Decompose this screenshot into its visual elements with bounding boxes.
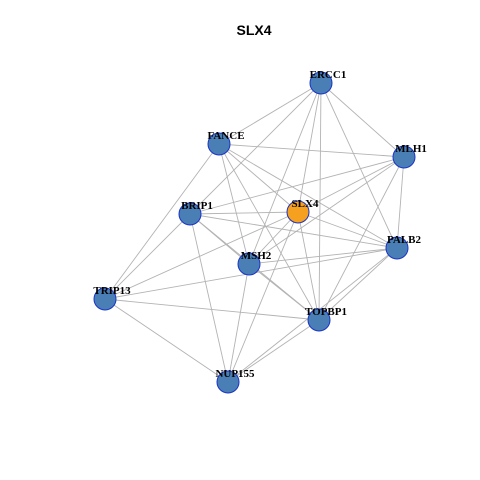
edge-ercc1-fance xyxy=(218,82,322,145)
edge-ercc1-mlh1 xyxy=(320,82,405,158)
edge-slx4-nup155 xyxy=(227,211,299,383)
node-layer xyxy=(93,71,416,394)
edge-fance-topbp1 xyxy=(218,143,320,321)
node-ercc1 xyxy=(309,71,333,95)
edge-layer xyxy=(104,82,405,383)
edge-fance-palb2 xyxy=(218,143,398,249)
edge-mlh1-msh2 xyxy=(248,156,405,265)
node-slx4 xyxy=(286,200,310,224)
node-label-ercc1: ERCC1 xyxy=(310,69,347,81)
edge-fance-trip13 xyxy=(104,143,220,300)
edge-fance-msh2 xyxy=(218,143,250,265)
node-brip1 xyxy=(178,202,202,226)
edge-palb2-topbp1 xyxy=(318,247,398,321)
node-label-topbp1: TOPBP1 xyxy=(305,306,347,318)
node-label-brip1: BRIP1 xyxy=(181,200,213,212)
edge-ercc1-brip1 xyxy=(189,82,322,215)
edge-slx4-brip1 xyxy=(189,211,299,215)
edge-trip13-nup155 xyxy=(104,298,229,383)
node-trip13 xyxy=(93,287,117,311)
edge-fance-slx4 xyxy=(218,143,299,213)
node-label-msh2: MSH2 xyxy=(241,250,272,262)
edge-brip1-nup155 xyxy=(189,213,229,383)
edge-mlh1-topbp1 xyxy=(318,156,405,321)
graph-title: SLX4 xyxy=(236,22,271,38)
edge-brip1-trip13 xyxy=(104,213,191,300)
edge-topbp1-nup155 xyxy=(227,319,320,383)
node-fance xyxy=(207,132,231,156)
node-label-nup155: NUP155 xyxy=(215,368,255,380)
edge-ercc1-topbp1 xyxy=(318,82,322,321)
edge-msh2-nup155 xyxy=(227,263,250,383)
node-label-trip13: TRIP13 xyxy=(93,285,131,297)
edge-msh2-topbp1 xyxy=(248,263,320,321)
node-label-palb2: PALB2 xyxy=(387,234,422,246)
edge-slx4-palb2 xyxy=(297,211,398,249)
edge-fance-mlh1 xyxy=(218,143,405,158)
edge-brip1-palb2 xyxy=(189,213,398,249)
node-topbp1 xyxy=(307,308,331,332)
edge-ercc1-msh2 xyxy=(248,82,322,265)
node-label-slx4: SLX4 xyxy=(292,198,319,210)
node-palb2 xyxy=(385,236,409,260)
edge-mlh1-slx4 xyxy=(297,156,405,213)
edge-ercc1-slx4 xyxy=(297,82,322,213)
edge-slx4-topbp1 xyxy=(297,211,320,321)
node-nup155 xyxy=(216,370,240,394)
edge-mlh1-brip1 xyxy=(189,156,405,215)
edge-trip13-topbp1 xyxy=(104,298,320,321)
node-label-fance: FANCE xyxy=(207,130,244,142)
node-msh2 xyxy=(237,252,261,276)
edge-mlh1-palb2 xyxy=(396,156,405,249)
edge-ercc1-palb2 xyxy=(320,82,398,249)
edge-palb2-msh2 xyxy=(248,247,398,265)
node-mlh1 xyxy=(392,145,416,169)
node-label-mlh1: MLH1 xyxy=(395,143,427,155)
edge-slx4-msh2 xyxy=(248,211,299,265)
